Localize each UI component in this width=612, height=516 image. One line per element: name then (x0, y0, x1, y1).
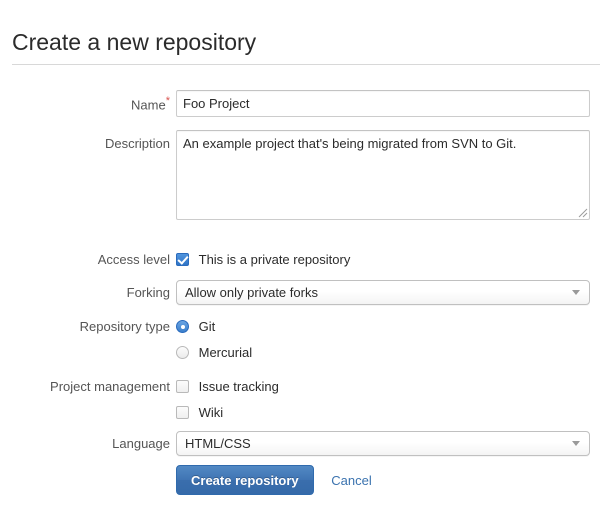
description-textarea[interactable] (176, 130, 590, 220)
private-repository-checkbox-label: This is a private repository (198, 252, 351, 267)
checkbox-unchecked-icon[interactable] (176, 380, 189, 393)
name-input[interactable] (176, 90, 590, 117)
description-textarea-wrap (176, 130, 590, 220)
page-title: Create a new repository (12, 29, 257, 56)
private-repository-checkbox[interactable]: This is a private repository (176, 250, 350, 269)
wiki-checkbox[interactable]: Wiki (176, 403, 279, 422)
access-level-label: Access level (97, 252, 170, 267)
language-label: Language (112, 436, 170, 451)
repository-type-radio-mercurial[interactable]: Mercurial (176, 343, 252, 362)
name-label: Name* (0, 96, 170, 113)
name-label-text: Name (131, 97, 166, 113)
checkbox-unchecked-icon[interactable] (176, 406, 189, 419)
language-select[interactable]: HTML/CSS (176, 431, 590, 456)
wiki-checkbox-label: Wiki (198, 405, 224, 420)
required-asterisk-icon: * (165, 95, 170, 107)
language-select-value: HTML/CSS (185, 436, 251, 451)
checkbox-checked-icon[interactable] (176, 253, 189, 266)
forking-select[interactable]: Allow only private forks (176, 280, 590, 305)
chevron-down-icon[interactable] (572, 290, 580, 295)
repository-type-radio-git[interactable]: Git (176, 317, 252, 336)
issue-tracking-checkbox-label: Issue tracking (198, 379, 279, 394)
issue-tracking-checkbox[interactable]: Issue tracking (176, 377, 279, 396)
chevron-down-icon[interactable] (572, 441, 580, 446)
header-divider (12, 64, 600, 65)
forking-label: Forking (126, 285, 170, 300)
repository-type-radio-git-label: Git (198, 319, 216, 334)
forking-select-value: Allow only private forks (185, 285, 318, 300)
project-management-label: Project management (50, 379, 170, 394)
radio-selected-icon[interactable] (176, 320, 189, 333)
description-label: Description (104, 136, 170, 151)
repository-type-radio-mercurial-label: Mercurial (198, 345, 253, 360)
cancel-link[interactable]: Cancel (331, 472, 372, 488)
repository-type-label: Repository type (79, 319, 170, 334)
radio-unselected-icon[interactable] (176, 346, 189, 359)
create-repository-button[interactable]: Create repository (176, 465, 314, 495)
